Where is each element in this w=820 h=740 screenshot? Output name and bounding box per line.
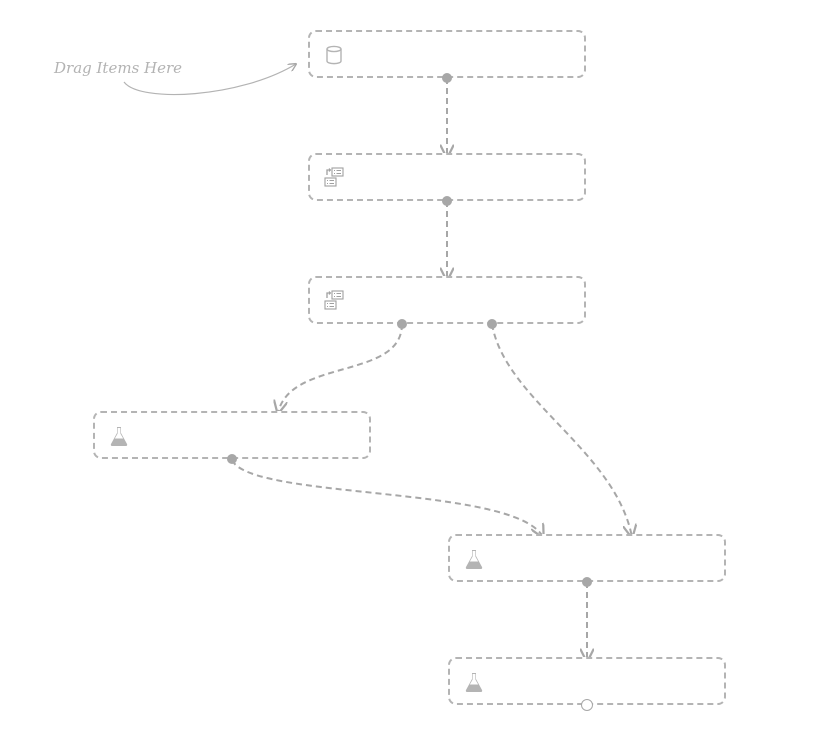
node-data-source[interactable]	[308, 30, 586, 78]
node-transform-1[interactable]	[308, 153, 586, 201]
transform-icon	[324, 290, 344, 310]
output-port[interactable]	[582, 577, 592, 587]
node-experiment-1[interactable]	[93, 411, 371, 459]
edge-experiment1-to-experiment2[interactable]	[231, 459, 543, 537]
database-icon	[326, 45, 342, 65]
node-experiment-3[interactable]	[448, 657, 726, 705]
output-port-left[interactable]	[397, 319, 407, 329]
transform-icon	[324, 167, 344, 187]
flask-icon	[465, 550, 483, 569]
output-port[interactable]	[227, 454, 237, 464]
flask-icon	[465, 673, 483, 692]
hint-arrow	[123, 64, 296, 96]
edge-transform2-to-experiment2[interactable]	[491, 323, 632, 537]
output-port-right[interactable]	[487, 319, 497, 329]
flask-icon	[110, 427, 128, 446]
output-port-empty[interactable]	[581, 699, 593, 711]
output-port[interactable]	[442, 196, 452, 206]
drag-items-hint: Drag Items Here	[54, 59, 183, 77]
output-port[interactable]	[442, 73, 452, 83]
node-transform-2[interactable]	[308, 276, 586, 324]
node-experiment-2[interactable]	[448, 534, 726, 582]
edge-transform2-to-experiment1[interactable]	[278, 323, 403, 413]
